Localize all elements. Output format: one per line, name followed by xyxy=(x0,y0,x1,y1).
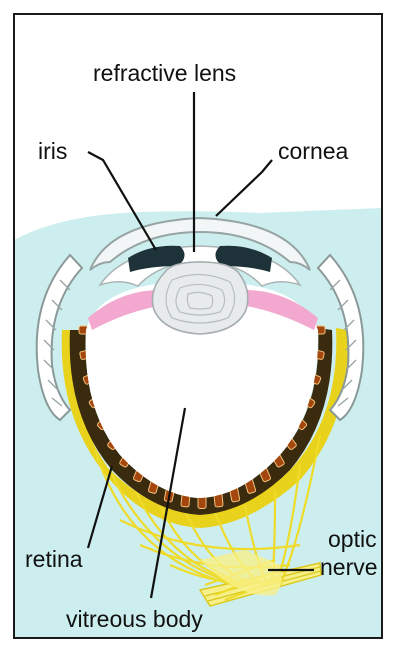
label-optic-nerve-line2: nerve xyxy=(320,556,378,579)
lens-shape xyxy=(152,262,247,334)
label-retina: retina xyxy=(25,548,83,571)
label-refractive-lens: refractive lens xyxy=(93,62,236,85)
label-cornea: cornea xyxy=(278,140,348,163)
label-optic-nerve-line1: optic xyxy=(328,528,377,551)
label-iris: iris xyxy=(38,140,67,163)
label-vitreous-body: vitreous body xyxy=(66,608,203,631)
